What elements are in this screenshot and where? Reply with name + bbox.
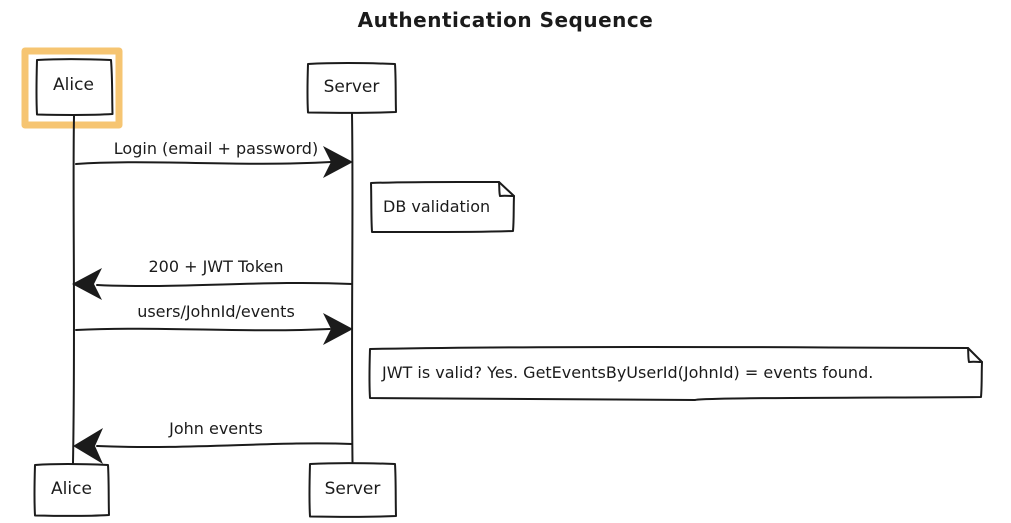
note-shape-db-validation[interactable]	[370, 180, 515, 234]
note-shape-jwt-result[interactable]	[368, 346, 983, 401]
diagram-title: Authentication Sequence	[357, 8, 654, 32]
arrowhead-right-login	[323, 146, 353, 178]
actor-label-alice-top: Alice	[53, 75, 94, 95]
note-text-db-validation: DB validation	[383, 197, 491, 216]
highlight-box-alice	[21, 47, 123, 129]
message-label-login: Login (email + password)	[113, 139, 319, 158]
lifeline-alice[interactable]	[72, 115, 76, 464]
actor-box-server-top[interactable]	[306, 62, 397, 114]
note-fold-db-validation	[498, 181, 515, 197]
arrowhead-left-jwt-token	[72, 268, 102, 300]
actor-box-server-bottom[interactable]	[308, 462, 397, 518]
arrowhead-right-users-events	[323, 313, 353, 345]
arrow-line-jwt-token[interactable]	[96, 281, 353, 288]
lifeline-server[interactable]	[351, 113, 354, 463]
actor-label-server-bottom: Server	[324, 479, 381, 499]
message-label-john-events: John events	[169, 419, 263, 438]
actor-label-alice-bottom: Alice	[51, 479, 92, 499]
arrow-line-users-events[interactable]	[75, 327, 331, 332]
message-label-jwt-token: 200 + JWT Token	[148, 257, 284, 276]
note-fold-jwt-result	[967, 347, 983, 363]
actor-box-alice-top[interactable]	[35, 58, 114, 116]
actor-label-server-top: Server	[323, 77, 380, 97]
note-text-jwt-result: JWT is valid? Yes. GetEventsByUserId(Joh…	[382, 363, 874, 382]
arrowhead-left-john-events	[73, 428, 103, 464]
message-label-users-events: users/JohnId/events	[137, 302, 295, 321]
arrow-line-john-events[interactable]	[96, 442, 353, 449]
actor-box-alice-bottom[interactable]	[33, 463, 110, 517]
arrow-line-login[interactable]	[75, 161, 332, 165]
